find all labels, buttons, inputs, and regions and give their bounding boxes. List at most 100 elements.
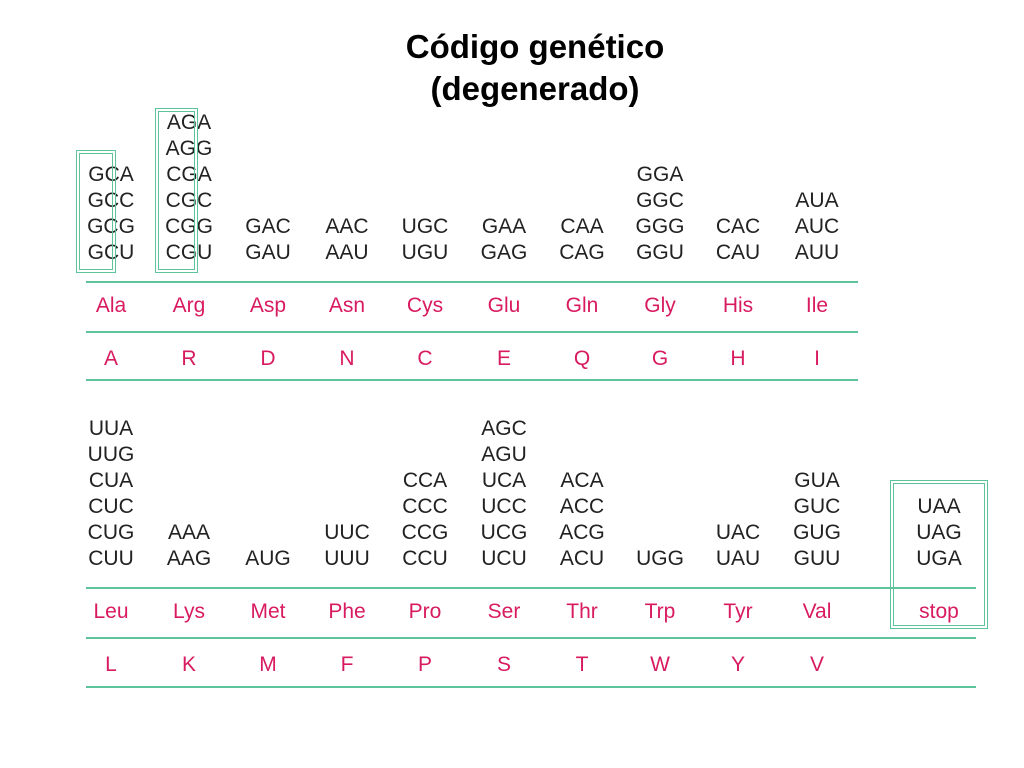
codon: CUU bbox=[88, 547, 134, 570]
codon: GAA bbox=[481, 215, 527, 238]
divider bbox=[86, 281, 858, 283]
codon: ACC bbox=[559, 495, 605, 518]
codon: CCU bbox=[402, 547, 448, 570]
highlight-box-arg bbox=[155, 108, 198, 273]
codon: ACU bbox=[559, 547, 605, 570]
codon: CUA bbox=[88, 469, 134, 492]
amino-acid-three-letter: Pro bbox=[408, 600, 442, 623]
title-line-2: (degenerado) bbox=[430, 70, 640, 107]
codon: GCC bbox=[87, 189, 135, 212]
amino-acid-three-letter: Lys bbox=[173, 600, 205, 623]
codon: AAG bbox=[166, 547, 212, 570]
amino-acid-three-letter: Met bbox=[250, 600, 286, 623]
codon-column-gln: CAA CAG bbox=[547, 214, 617, 266]
amino-acid-one-letter: N bbox=[339, 347, 355, 370]
codon: AGA bbox=[166, 111, 212, 134]
highlight-box-stop bbox=[890, 480, 988, 629]
codon: UGU bbox=[401, 241, 449, 264]
codon: CAU bbox=[715, 241, 761, 264]
codon: UUU bbox=[324, 547, 370, 570]
amino-acid-one-letter: P bbox=[417, 653, 432, 676]
amino-acid-one-letter: L bbox=[105, 653, 117, 676]
codon: AUU bbox=[794, 241, 840, 264]
amino-acid-one-letter: W bbox=[650, 653, 670, 676]
codon-column-cys: UGC UGU bbox=[390, 214, 460, 266]
codon: ACG bbox=[559, 521, 605, 544]
codon: CUG bbox=[87, 521, 135, 544]
codon: AGU bbox=[481, 443, 527, 466]
codon: CCC bbox=[402, 495, 448, 518]
codon-column-gly: GGA GGC GGG GGU bbox=[625, 162, 695, 266]
title-line-1: Código genético bbox=[405, 28, 665, 65]
amino-acid-one-letter: M bbox=[259, 653, 277, 676]
codon-column-asp: GAC GAU bbox=[233, 214, 303, 266]
codon-column-arg: AGA AGG CGA CGC CGG CGU bbox=[154, 110, 224, 266]
codon: GGC bbox=[636, 189, 684, 212]
codon: UUG bbox=[87, 443, 135, 466]
divider bbox=[86, 587, 976, 589]
amino-acid-three-letter: Ser bbox=[487, 600, 521, 623]
amino-acid-one-letter: C bbox=[417, 347, 433, 370]
codon-column-ala: GCA GCC GCG GCU bbox=[76, 162, 146, 266]
page-title: Código genético (degenerado) bbox=[290, 26, 780, 110]
amino-acid-three-letter: Tyr bbox=[723, 600, 753, 623]
codon-column-tyr: UAC UAU bbox=[703, 520, 773, 572]
codon: UGC bbox=[401, 215, 449, 238]
codon: UAU bbox=[715, 547, 761, 570]
codon: CGC bbox=[165, 189, 213, 212]
codon-column-his: CAC CAU bbox=[703, 214, 773, 266]
codon: GUU bbox=[793, 547, 841, 570]
codon: AAA bbox=[167, 521, 211, 544]
codon: ACA bbox=[560, 469, 604, 492]
highlight-box-ala bbox=[76, 150, 116, 273]
codon: GUC bbox=[793, 495, 841, 518]
codon-column-trp: UGG bbox=[625, 546, 695, 572]
amino-acid-one-letter: E bbox=[496, 347, 511, 370]
codon-column-leu: UUA UUG CUA CUC CUG CUU bbox=[76, 416, 146, 572]
amino-acid-one-letter: G bbox=[651, 347, 669, 370]
codon: GGA bbox=[636, 163, 684, 186]
codon: AAC bbox=[325, 215, 369, 238]
codon-column-thr: ACA ACC ACG ACU bbox=[547, 468, 617, 572]
codon: CAG bbox=[559, 241, 605, 264]
amino-acid-three-letter: Cys bbox=[406, 294, 444, 317]
amino-acid-one-letter: A bbox=[103, 347, 118, 370]
codon: GAG bbox=[480, 241, 528, 264]
amino-acid-one-letter: V bbox=[809, 653, 824, 676]
amino-acid-three-letter: Trp bbox=[644, 600, 676, 623]
amino-acid-one-letter: H bbox=[730, 347, 746, 370]
codon-column-ile: AUA AUC AUU bbox=[782, 188, 852, 266]
amino-acid-three-letter: Arg bbox=[172, 294, 206, 317]
codon: AUC bbox=[794, 215, 840, 238]
highlight-box-ala-inner bbox=[79, 153, 113, 270]
amino-acid-three-letter: Asn bbox=[328, 294, 366, 317]
divider bbox=[86, 637, 976, 639]
codon: UCC bbox=[481, 495, 527, 518]
codon: GUA bbox=[794, 469, 840, 492]
codon: CGU bbox=[165, 241, 213, 264]
codon-column-pro: CCA CCC CCG CCU bbox=[390, 468, 460, 572]
divider bbox=[86, 331, 858, 333]
codon-column-glu: GAA GAG bbox=[469, 214, 539, 266]
codon: CGG bbox=[165, 215, 213, 238]
highlight-box-arg-inner bbox=[158, 111, 195, 270]
codon: UCA bbox=[481, 469, 527, 492]
codon-column-lys: AAA AAG bbox=[154, 520, 224, 572]
divider bbox=[86, 686, 976, 688]
amino-acid-three-letter: Thr bbox=[566, 600, 598, 623]
amino-acid-three-letter: Ile bbox=[805, 294, 829, 317]
codon: UAG bbox=[916, 521, 962, 544]
divider bbox=[86, 379, 858, 381]
codon-column-asn: AAC AAU bbox=[312, 214, 382, 266]
codon: GCU bbox=[87, 241, 135, 264]
codon: CGA bbox=[166, 163, 212, 186]
codon: CCG bbox=[401, 521, 449, 544]
codon: GAC bbox=[245, 215, 291, 238]
codon: AUA bbox=[795, 189, 839, 212]
codon: UCU bbox=[481, 547, 527, 570]
codon: UUA bbox=[88, 417, 134, 440]
amino-acid-one-letter: K bbox=[181, 653, 196, 676]
amino-acid-one-letter: T bbox=[575, 653, 589, 676]
amino-acid-three-letter: Leu bbox=[93, 600, 129, 623]
codon: GAU bbox=[245, 241, 291, 264]
